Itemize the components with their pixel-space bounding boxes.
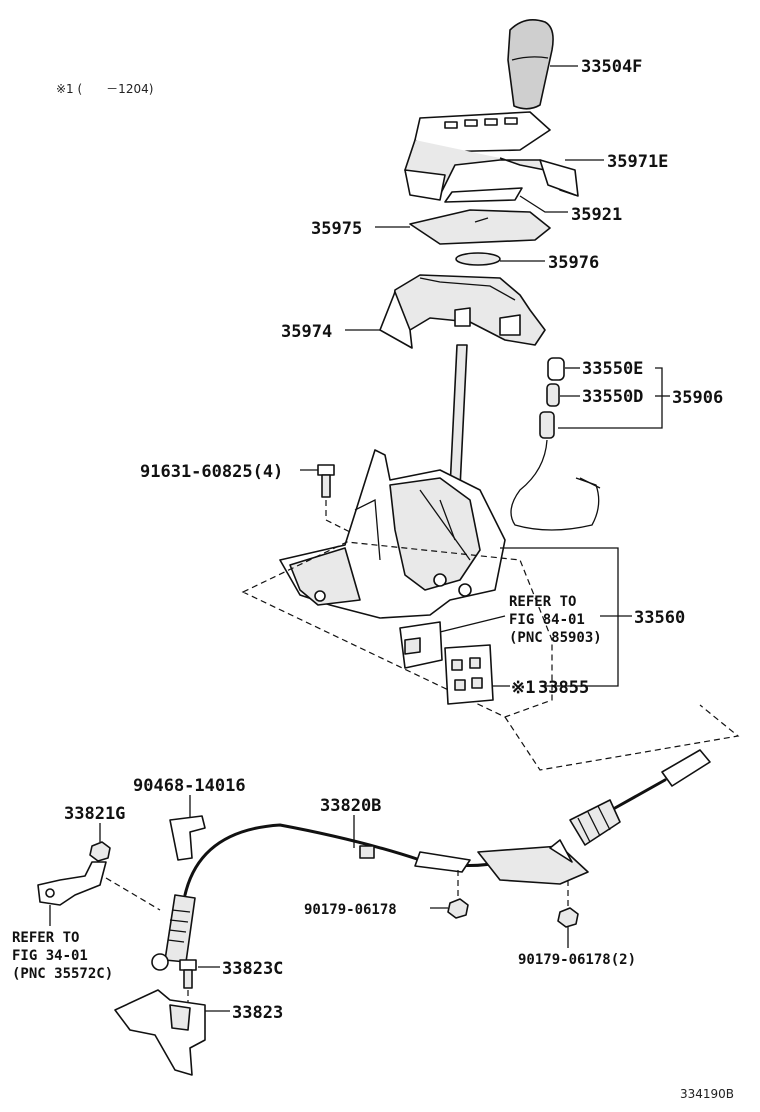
connector-block-part: [399, 621, 443, 669]
label-33550D: 33550D: [582, 387, 643, 407]
bulb-33550D: [546, 383, 560, 407]
bracket-35906: [558, 367, 663, 429]
label-90179-b: 90179-06178(2): [518, 952, 636, 968]
label-33504F: 33504F: [581, 57, 642, 77]
switch-33855-part: [444, 644, 494, 705]
wire-harness-part: [510, 411, 601, 531]
refer-84-line1: REFER TO: [509, 594, 576, 610]
label-90179-a: 90179-06178: [304, 902, 397, 918]
bracket-left-part: [37, 861, 107, 906]
bracket-33560: [500, 547, 619, 687]
bulb-33550E: [547, 357, 565, 381]
label-33855-mark: ※1: [511, 678, 535, 698]
label-35976: 35976: [548, 253, 599, 273]
nut-90179-b: [557, 907, 579, 928]
refer-34-line1: REFER TO: [12, 930, 79, 946]
bolt-33823C-part: [179, 959, 197, 989]
label-90468: 90468-14016: [133, 776, 246, 796]
disc-part: [455, 252, 501, 266]
label-33823C: 33823C: [222, 959, 283, 979]
clip-90468-part: [169, 815, 206, 861]
shift-lever-shaft: [449, 344, 468, 489]
label-35921: 35921: [571, 205, 622, 225]
nut-33821G: [89, 841, 111, 862]
label-91631: 91631-60825(4): [140, 462, 283, 482]
nut-90179-a: [447, 898, 469, 919]
figure-code: 334190B: [680, 1087, 734, 1101]
bracket-33823-part: [114, 989, 206, 1076]
label-35971E: 35971E: [607, 152, 668, 172]
shift-knob-part: [507, 19, 554, 110]
slide-cover-part: [409, 209, 551, 245]
label-35974: 35974: [281, 322, 332, 342]
label-33550E: 33550E: [582, 359, 643, 379]
control-cable-part: [151, 749, 711, 971]
indicator-plate-part: [444, 187, 523, 203]
refer-34-line3: (PNC 35572C): [12, 966, 113, 982]
label-33823: 33823: [232, 1003, 283, 1023]
refer-84-line2: FIG 84-01: [509, 612, 585, 628]
leader-35921: [519, 195, 568, 213]
label-33821G: 33821G: [64, 804, 125, 824]
position-indicator-housing: [404, 111, 579, 201]
bolt-91631-part: [317, 464, 335, 498]
label-33855: 33855: [538, 678, 589, 698]
label-35975: 35975: [311, 219, 362, 239]
label-35906: 35906: [672, 388, 723, 408]
shift-housing-cover-part: [379, 274, 546, 349]
refer-84-line3: (PNC 85903): [509, 630, 602, 646]
label-33560: 33560: [634, 608, 685, 628]
applicability-note: ※1 ( －1204): [56, 82, 153, 96]
refer-34-line2: FIG 34-01: [12, 948, 88, 964]
shift-lever-base-assembly: [279, 449, 506, 619]
label-33820B: 33820B: [320, 796, 381, 816]
